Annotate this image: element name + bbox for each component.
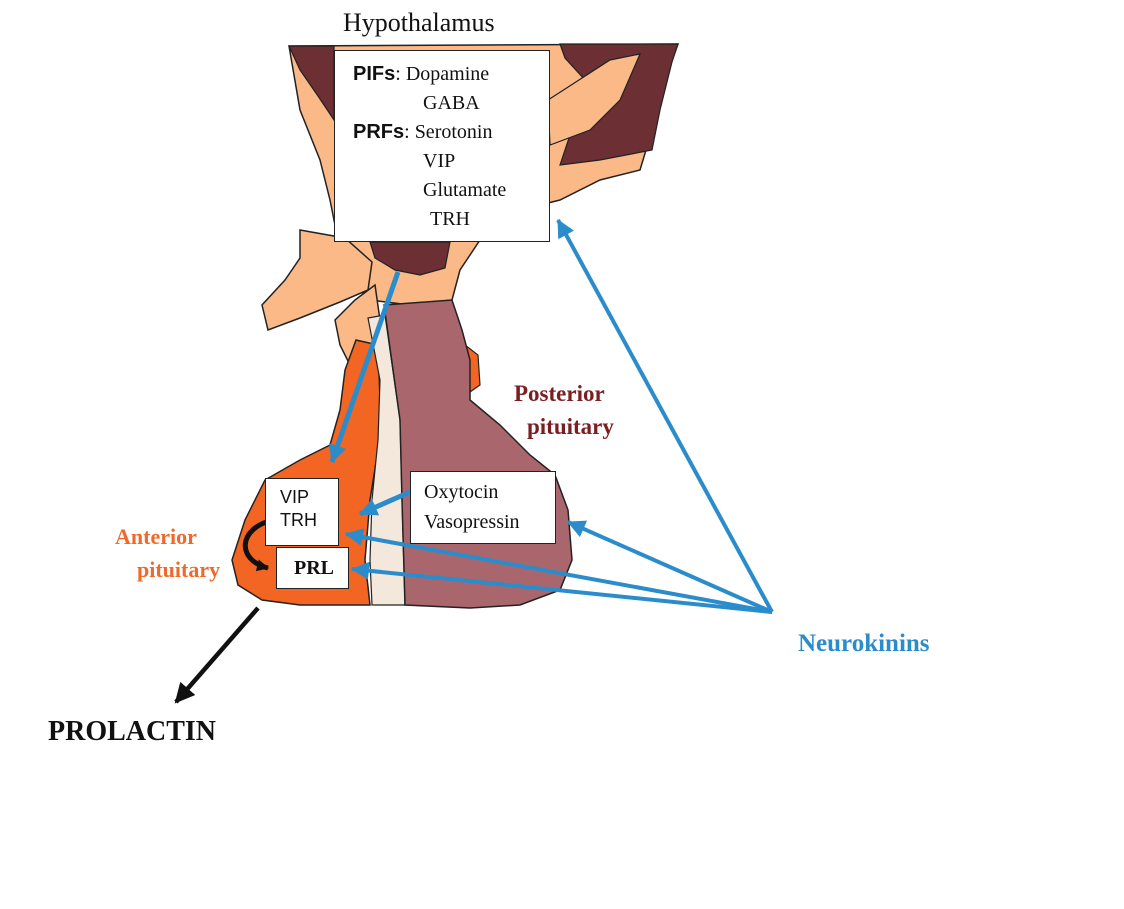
- anterior-pituitary-label-line2: pituitary: [137, 557, 220, 583]
- vasopressin-label: Vasopressin: [424, 511, 520, 534]
- prf-label: PRFs: [353, 121, 404, 143]
- prf-item-trh: TRH: [430, 208, 470, 231]
- pif-row: PIFs: Dopamine: [353, 63, 489, 86]
- posterior-pituitary-label-line1: Posterior: [514, 381, 605, 407]
- prf-item-serotonin: Serotonin: [415, 121, 493, 143]
- pif-label: PIFs: [353, 63, 395, 85]
- pif-item-gaba: GABA: [423, 92, 480, 115]
- prf-row: PRFs: Serotonin: [353, 121, 492, 144]
- vip-label: VIP: [280, 487, 309, 508]
- anterior-to-prolactin-arrow: [176, 608, 258, 702]
- trh-label: TRH: [280, 510, 317, 531]
- anterior-pituitary-label-line1: Anterior: [115, 524, 197, 550]
- posterior-pituitary-label-line2: pituitary: [527, 414, 614, 440]
- hypothalamus-label: Hypothalamus: [343, 8, 495, 38]
- pif-item-dopamine: Dopamine: [406, 63, 489, 85]
- prolactin-label: PROLACTIN: [48, 716, 216, 748]
- prl-label: PRL: [294, 557, 334, 580]
- prf-item-vip: VIP: [423, 150, 455, 173]
- neurokinins-label: Neurokinins: [798, 630, 930, 658]
- hypothalamic-factors-box: PIFs: Dopamine GABA PRFs: Serotonin VIP …: [334, 50, 550, 242]
- neurokinins-to-oxytocin-arrow: [568, 522, 772, 612]
- posterior-pituitary-region: [384, 300, 572, 608]
- oxytocin-label: Oxytocin: [424, 481, 498, 504]
- prf-item-glutamate: Glutamate: [423, 179, 506, 202]
